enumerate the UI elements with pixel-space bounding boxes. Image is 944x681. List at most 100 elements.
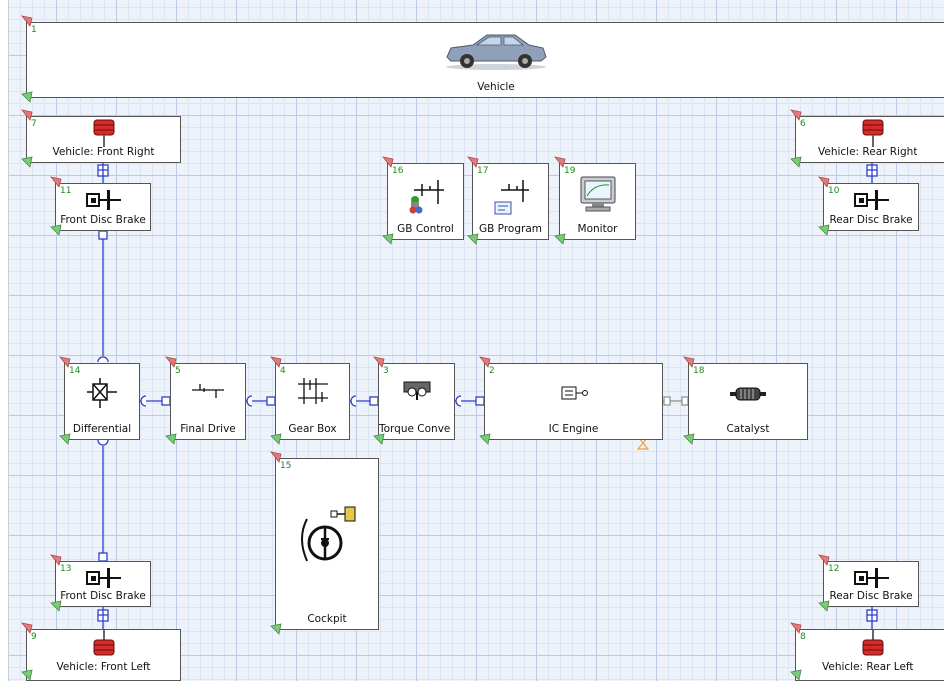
block-label: Torque Conve bbox=[379, 423, 451, 435]
block-flag-marker[interactable] bbox=[59, 356, 71, 368]
block-number: 12 bbox=[828, 564, 840, 574]
block-rear-right[interactable]: 6 Vehicle: Rear Right bbox=[795, 116, 944, 163]
block-label: Final Drive bbox=[180, 423, 236, 435]
block-label: Vehicle: Rear Left bbox=[822, 661, 914, 673]
block-number: 4 bbox=[280, 366, 286, 376]
block-ground-marker[interactable] bbox=[165, 433, 177, 445]
block-final-drive[interactable]: 5 Final Drive bbox=[170, 363, 246, 440]
block-ground-marker[interactable] bbox=[479, 433, 491, 445]
block-flag-marker[interactable] bbox=[683, 356, 695, 368]
block-flag-marker[interactable] bbox=[373, 356, 385, 368]
gb-control-icon bbox=[409, 180, 444, 214]
block-monitor[interactable]: 19 Monitor bbox=[559, 163, 636, 240]
block-ground-marker[interactable] bbox=[270, 623, 282, 635]
block-number: 1 bbox=[31, 25, 37, 35]
car-icon bbox=[446, 34, 547, 70]
block-rear-disc-brake-top[interactable]: 10 Rear Disc Brake bbox=[823, 183, 919, 231]
block-number: 14 bbox=[69, 366, 81, 376]
block-front-left[interactable]: 9 Vehicle: Front Left bbox=[26, 629, 181, 681]
block-flag-marker[interactable] bbox=[50, 176, 62, 188]
block-flag-marker[interactable] bbox=[21, 15, 33, 27]
block-flag-marker[interactable] bbox=[790, 109, 802, 121]
block-ic-engine[interactable]: 2 IC Engine bbox=[484, 363, 663, 440]
block-label: IC Engine bbox=[548, 423, 599, 435]
block-ground-marker[interactable] bbox=[21, 669, 33, 681]
block-ground-marker[interactable] bbox=[50, 224, 62, 236]
block-gb-program[interactable]: 17 GB Program bbox=[472, 163, 549, 240]
brake-icon bbox=[86, 568, 121, 588]
block-ground-marker[interactable] bbox=[373, 433, 385, 445]
block-flag-marker[interactable] bbox=[818, 176, 830, 188]
block-flag-marker[interactable] bbox=[50, 554, 62, 566]
block-label: Cockpit bbox=[307, 613, 347, 625]
block-flag-marker[interactable] bbox=[382, 156, 394, 168]
block-ground-marker[interactable] bbox=[21, 156, 33, 168]
block-number: 10 bbox=[828, 186, 840, 196]
block-ground-marker[interactable] bbox=[790, 669, 802, 681]
block-ground-marker[interactable] bbox=[59, 433, 71, 445]
block-front-disc-brake-top[interactable]: 11 Front Disc Brake bbox=[55, 183, 151, 231]
block-ground-marker[interactable] bbox=[683, 433, 695, 445]
block-ground-marker[interactable] bbox=[818, 224, 830, 236]
block-flag-marker[interactable] bbox=[270, 356, 282, 368]
block-flag-marker[interactable] bbox=[818, 554, 830, 566]
block-ground-marker[interactable] bbox=[818, 600, 830, 612]
block-ground-marker[interactable] bbox=[270, 433, 282, 445]
torque-converter-icon bbox=[403, 381, 430, 400]
block-flag-marker[interactable] bbox=[554, 156, 566, 168]
wheel-icon bbox=[862, 630, 884, 656]
block-flag-marker[interactable] bbox=[165, 356, 177, 368]
block-gb-control[interactable]: 16 GB Control bbox=[387, 163, 464, 240]
block-label: Front Disc Brake bbox=[60, 214, 146, 226]
block-label: Rear Disc Brake bbox=[829, 214, 913, 226]
block-flag-marker[interactable] bbox=[270, 451, 282, 463]
block-flag-marker[interactable] bbox=[479, 356, 491, 368]
gear-box-icon bbox=[297, 378, 328, 404]
block-flag-marker[interactable] bbox=[790, 622, 802, 634]
block-vehicle[interactable]: 1 Vehicle bbox=[26, 22, 944, 98]
block-ground-marker[interactable] bbox=[554, 233, 566, 245]
block-number: 18 bbox=[693, 366, 705, 376]
block-label: Vehicle: Front Left bbox=[56, 661, 151, 673]
differential-icon bbox=[87, 378, 117, 408]
block-label: Vehicle: Rear Right bbox=[818, 146, 918, 158]
block-number: 19 bbox=[564, 166, 576, 176]
block-cockpit[interactable]: 15 Cockpit bbox=[275, 458, 379, 630]
block-differential[interactable]: 14 Differential bbox=[64, 363, 140, 440]
block-ground-marker[interactable] bbox=[21, 91, 33, 103]
block-flag-marker[interactable] bbox=[467, 156, 479, 168]
block-label: Vehicle bbox=[477, 81, 515, 93]
block-flag-marker[interactable] bbox=[21, 109, 33, 121]
block-ground-marker[interactable] bbox=[50, 600, 62, 612]
block-label: Gear Box bbox=[288, 423, 337, 435]
block-label: Monitor bbox=[577, 223, 618, 235]
gb-program-icon bbox=[494, 180, 529, 215]
steering-wheel-icon bbox=[301, 506, 356, 562]
block-label: Front Disc Brake bbox=[60, 590, 146, 602]
block-ground-marker[interactable] bbox=[790, 156, 802, 168]
catalyst-icon bbox=[730, 387, 766, 401]
block-gear-box[interactable]: 4 Gear Box bbox=[275, 363, 350, 440]
block-label: GB Program bbox=[479, 223, 542, 235]
wheel-icon bbox=[93, 630, 114, 656]
block-catalyst[interactable]: 18 Catalyst bbox=[688, 363, 808, 440]
block-ground-marker[interactable] bbox=[467, 233, 479, 245]
block-torque-converter[interactable]: 3 Torque Conve bbox=[378, 363, 455, 440]
block-label: Vehicle: Front Right bbox=[52, 146, 155, 158]
wheel-icon bbox=[93, 119, 114, 147]
block-flag-marker[interactable] bbox=[21, 622, 33, 634]
block-number: 6 bbox=[800, 119, 806, 129]
block-front-right[interactable]: 7 Vehicle: Front Right bbox=[26, 116, 181, 163]
block-rear-disc-brake-bottom[interactable]: 12 Rear Disc Brake bbox=[823, 561, 919, 607]
block-number: 13 bbox=[60, 564, 72, 574]
block-number: 5 bbox=[175, 366, 181, 376]
block-number: 11 bbox=[60, 186, 72, 196]
block-number: 7 bbox=[31, 119, 37, 129]
brake-icon bbox=[854, 190, 889, 210]
block-front-disc-brake-bottom[interactable]: 13 Front Disc Brake bbox=[55, 561, 151, 607]
block-ground-marker[interactable] bbox=[382, 233, 394, 245]
block-number: 17 bbox=[477, 166, 489, 176]
